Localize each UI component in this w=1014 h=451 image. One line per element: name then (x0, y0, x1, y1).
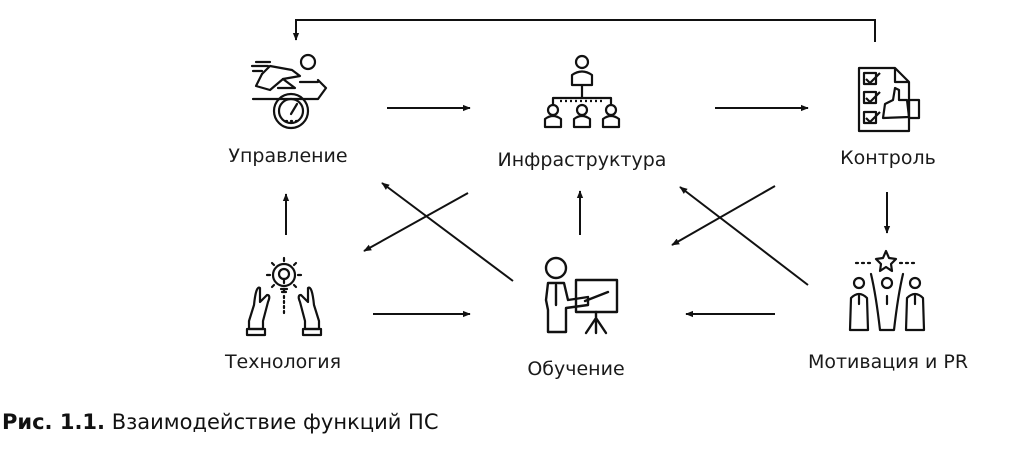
node-label-control: Контроль (840, 147, 936, 169)
figure-caption: Рис. 1.1. Взаимодействие функций ПС (2, 410, 439, 434)
hands-lightbulb-gear-icon (245, 256, 323, 337)
node-label-motivation: Мотивация и PR (807, 351, 969, 373)
arrow-training-to-management (381, 182, 514, 282)
arrow-control-to-management (292, 19, 876, 42)
org-hierarchy-icon (543, 54, 621, 129)
figure-caption-label: Рис. 1.1. (2, 410, 106, 434)
figure-caption-text: Взаимодействие функций ПС (105, 410, 439, 434)
checklist-thumbs-up-icon (857, 66, 921, 133)
arrow-infrastructure-to-technology (363, 192, 469, 252)
node-label-infrastructure: Инфраструктура (497, 149, 667, 171)
arrow-control-to-training (671, 185, 776, 246)
arrow-motivation-to-infrastructure (679, 186, 809, 286)
team-star-icon (848, 249, 926, 332)
node-label-management: Управление (228, 145, 348, 167)
node-label-training: Обучение (527, 358, 625, 380)
sprinter-speedometer-icon (250, 53, 328, 130)
presenter-board-icon (544, 256, 619, 335)
node-label-technology: Технология (224, 351, 342, 373)
